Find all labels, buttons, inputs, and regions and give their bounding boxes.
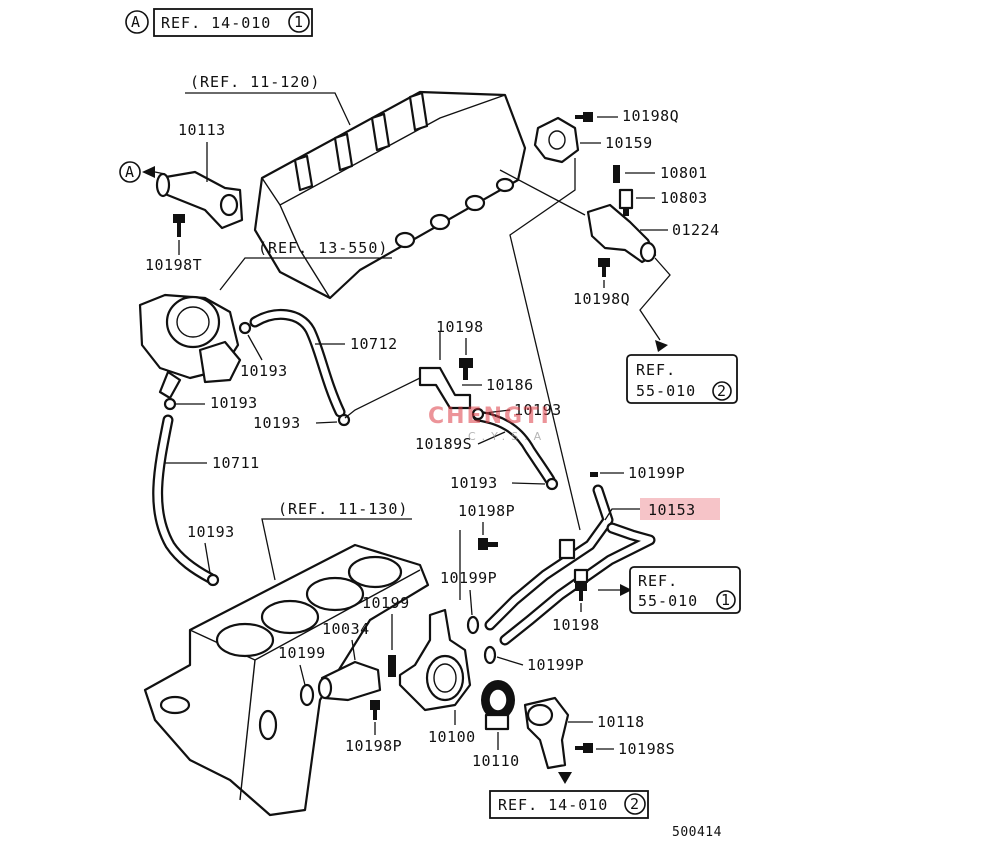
- throttle-body[interactable]: [138, 293, 242, 400]
- label-10198P-bottom: 10198P: [345, 737, 402, 755]
- ref-13-550[interactable]: (REF. 13-550): [258, 239, 388, 257]
- clamp-10193-a[interactable]: [238, 321, 252, 335]
- bolt-10198Q-top[interactable]: [575, 112, 593, 122]
- label-10193-f: 10193: [450, 474, 498, 492]
- watermark-sub: C.Y.S.A: [468, 430, 547, 443]
- arrow-icon: [142, 166, 155, 178]
- ref-14-010-2-bottom[interactable]: REF. 14-010 2: [489, 790, 649, 819]
- label-10803: 10803: [660, 189, 708, 207]
- bolt-10198P-top[interactable]: [478, 538, 498, 550]
- connector-a-label: A: [125, 163, 135, 181]
- ref-14-010-2-num: 2: [630, 795, 640, 813]
- pipe-10153[interactable]: [484, 484, 656, 646]
- bolt-10198-top[interactable]: [459, 358, 473, 380]
- clamp-10193-b[interactable]: [163, 397, 177, 411]
- highlight-10153: [640, 498, 720, 520]
- label-10193-b: 10193: [210, 394, 258, 412]
- oring-10199P-c[interactable]: [483, 645, 497, 665]
- label-10199P-c: 10199P: [527, 656, 584, 674]
- ref-14-010-text: REF. 14-010: [161, 14, 271, 32]
- ref-11-120[interactable]: (REF. 11-120): [190, 73, 320, 91]
- oring-10199P-a[interactable]: [590, 472, 598, 477]
- part-10034-pipe[interactable]: [317, 660, 382, 702]
- connector-a-circle: [119, 161, 141, 183]
- label-10189S: 10189S: [415, 435, 472, 453]
- arrow-icon: [620, 584, 632, 596]
- label-10193-e: 10193: [514, 401, 562, 419]
- label-10186: 10186: [486, 376, 534, 394]
- cylinder-block: [143, 543, 430, 817]
- label-10113: 10113: [178, 121, 226, 139]
- label-10198-top: 10198: [436, 318, 484, 336]
- ref-11-130[interactable]: (REF. 11-130): [278, 500, 408, 518]
- clamp-10193-e[interactable]: [471, 407, 485, 421]
- ref-55-010-2-num: 2: [717, 382, 727, 400]
- part-10118-water-inlet[interactable]: [523, 696, 570, 770]
- ref-14-010-2-text: REF. 14-010: [498, 796, 608, 814]
- label-10199P-a: 10199P: [628, 464, 685, 482]
- bolt-10198T[interactable]: [173, 214, 185, 237]
- arrow-icon: [558, 772, 572, 784]
- label-10199-b: 10199: [278, 644, 326, 662]
- ref-55-010-1-line1: REF.: [638, 572, 678, 590]
- clamp-10193-f[interactable]: [545, 477, 559, 491]
- label-01224: 01224: [672, 221, 720, 239]
- oring-10199P-b[interactable]: [466, 615, 480, 635]
- part-10100-thermostat-housing[interactable]: [398, 608, 472, 712]
- label-10712: 10712: [350, 335, 398, 353]
- bolt-10198Q-bottom[interactable]: [598, 258, 610, 277]
- bolt-10198-mid[interactable]: [575, 582, 587, 601]
- label-10199-a: 10199: [362, 594, 410, 612]
- diagram-number: 500414: [672, 825, 722, 840]
- watermark: CHENGTI: [428, 404, 551, 429]
- bracket-10186[interactable]: [418, 366, 472, 410]
- ref-55-010-2[interactable]: REF. 55-010 2: [626, 354, 738, 404]
- gasket-10199-b[interactable]: [299, 683, 315, 707]
- bolt-10198S[interactable]: [575, 743, 593, 753]
- ref-a-circle-label: A: [131, 13, 141, 31]
- stud-10199-a[interactable]: [388, 655, 396, 677]
- label-10193-a: 10193: [240, 362, 288, 380]
- ref-55-010-1-num: 1: [721, 591, 731, 609]
- part-10113-outlet-pipe[interactable]: [155, 170, 244, 230]
- ref-55-010-1-line2: 55-010: [638, 592, 698, 610]
- label-10198Q-bottom: 10198Q: [573, 290, 630, 308]
- label-10034: 10034: [322, 620, 370, 638]
- ref-55-010-2-line1: REF.: [636, 361, 676, 379]
- clamp-10193-d[interactable]: [206, 573, 220, 587]
- ref-14-010-1-top[interactable]: A REF. 14-010 1: [125, 8, 313, 37]
- bolt-10198P-bottom[interactable]: [370, 700, 380, 720]
- label-10199P-b: 10199P: [440, 569, 497, 587]
- label-10193-c: 10193: [253, 414, 301, 432]
- sensor-10803[interactable]: [618, 188, 634, 216]
- label-10198T: 10198T: [145, 256, 202, 274]
- arrow-icon: [655, 340, 668, 352]
- label-10198P-top: 10198P: [458, 502, 515, 520]
- label-10159: 10159: [605, 134, 653, 152]
- part-10110-thermostat[interactable]: [481, 680, 515, 731]
- label-10198S: 10198S: [618, 740, 675, 758]
- part-10159-housing[interactable]: [533, 116, 580, 164]
- label-10153: 10153: [648, 501, 696, 519]
- ref-14-010-num: 1: [294, 13, 304, 31]
- label-10801: 10801: [660, 164, 708, 182]
- ref-55-010-1[interactable]: REF. 55-010 1: [629, 566, 741, 614]
- label-10118: 10118: [597, 713, 645, 731]
- cylinder-head: [253, 90, 527, 300]
- ref-55-010-2-line2: 55-010: [636, 382, 696, 400]
- sensor-10801[interactable]: [613, 165, 620, 183]
- label-10198Q-top: 10198Q: [622, 107, 679, 125]
- label-10711: 10711: [212, 454, 260, 472]
- label-10100: 10100: [428, 728, 476, 746]
- label-10198-mid: 10198: [552, 616, 600, 634]
- label-10110: 10110: [472, 752, 520, 770]
- label-10193-d: 10193: [187, 523, 235, 541]
